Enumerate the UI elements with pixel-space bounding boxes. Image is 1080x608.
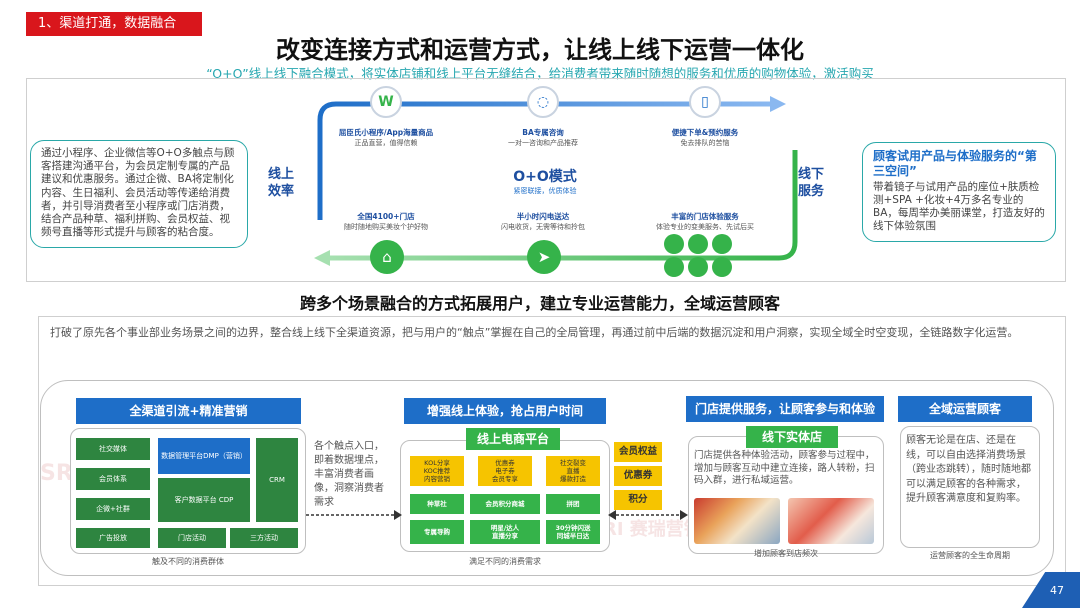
arrow-col1-col2 xyxy=(306,510,402,520)
top-arrowhead xyxy=(770,96,786,112)
col2-yellow-1: KOL分享 KOC推荐 内容营销 xyxy=(410,456,464,486)
store-photo-1 xyxy=(694,498,780,544)
bottom-node-1-title: 全国4100+门店 xyxy=(357,212,415,221)
flow-right-label: 线下 服务 xyxy=(792,166,830,200)
mid-text: 各个触点入口，即着数据埋点，丰富消费者画像，洞察消费者需求 xyxy=(314,441,384,508)
delivery-scooter-icon: ➤ xyxy=(527,240,561,274)
flow-center: O+O模式 紧密联接，优质体验 xyxy=(470,166,620,196)
col2-green-1: 种草社 xyxy=(410,494,464,514)
col1-item-social: 社交媒体 xyxy=(76,438,150,460)
flow-right-text: 线下 服务 xyxy=(797,167,824,199)
flow-left-text: 线上 效率 xyxy=(267,167,294,199)
tag-coupon: 优惠券 xyxy=(614,466,662,486)
col2-green-6: 30分钟闪送 同城半日达 xyxy=(546,520,600,544)
col1-crm: CRM xyxy=(256,438,298,522)
bottom-node-1-sub: 随时随地购买美妆个护好物 xyxy=(344,223,428,231)
top-node-1: 屈臣氏小程序/App海量商品正品直营，值得信赖 xyxy=(316,128,456,148)
top-node-3-title: 便捷下单&预约服务 xyxy=(671,128,739,137)
store-photo-2 xyxy=(788,498,874,544)
top-node-2-title: BA专属咨询 xyxy=(522,128,564,137)
col1-cdp: 客户数据平台 CDP xyxy=(158,478,250,522)
col1-third-activity: 三方活动 xyxy=(230,528,298,548)
description: 打破了原先各个事业部业务场景之间的边界，整合线上线下全渠道资源，把与用户的“触点… xyxy=(50,326,1019,339)
bottom-frame xyxy=(38,316,1066,586)
col1-item-member: 会员体系 xyxy=(76,468,150,490)
watsons-logo-icon: W xyxy=(370,86,402,118)
col2-header: 增强线上体验，抢占用户时间 xyxy=(404,398,606,424)
col1-item-ads: 广告投放 xyxy=(76,528,150,548)
col4-text: 顾客无论是在店、还是在线，可以自由选择消费场景（跨业态跳转），随时随地都可以满足… xyxy=(906,435,1031,504)
col2-green-2: 会员积分商城 xyxy=(470,494,540,514)
col1-item-wecom: 企微+社群 xyxy=(76,498,150,520)
store-icon: ⌂ xyxy=(370,240,404,274)
double-arrow xyxy=(608,510,688,520)
col3-caption: 增加顾客到店频次 xyxy=(754,549,818,558)
col2-caption: 满足不同的消费需求 xyxy=(469,557,541,566)
top-node-3: 便捷下单&预约服务免去排队的苦恼 xyxy=(635,128,775,148)
bottom-arrow xyxy=(330,150,798,261)
page-title: 改变连接方式和运营方式，让线上线下运营一体化 xyxy=(276,36,804,64)
top-frame xyxy=(26,78,1066,282)
col2-yellow-2: 优惠券 电子券 会员专享 xyxy=(478,456,532,486)
col4-panel xyxy=(900,426,1040,548)
col2-subheader: 线上电商平台 xyxy=(466,428,560,450)
flow-center-title: O+O模式 xyxy=(513,169,577,185)
right-box-body: 带着镜子与试用产品的座位+肤质检测+SPA +化妆+4万多名专业的BA，每周举办… xyxy=(873,181,1045,232)
col2-green-5: 明星/达人 直播分享 xyxy=(470,520,540,544)
bottom-node-3-sub: 体验专业的变美服务、先试后买 xyxy=(656,223,754,231)
bottom-node-2-title: 半小时闪电送达 xyxy=(516,212,570,221)
flow-left-label: 线上 效率 xyxy=(262,166,300,200)
bottom-node-3: 丰富的门店体验服务体验专业的变美服务、先试后买 xyxy=(635,212,775,232)
col2-yellow-3: 社交裂变 直播 爆款打造 xyxy=(546,456,600,486)
col2-green-3: 拼团 xyxy=(546,494,600,514)
service-grid-icon xyxy=(664,234,744,278)
phone-order-icon: ▯ xyxy=(689,86,721,118)
col1-header: 全渠道引流+精准营销 xyxy=(76,398,301,424)
bottom-arrowhead xyxy=(314,250,330,266)
flow-center-sub: 紧密联接，优质体验 xyxy=(513,187,577,195)
col3-text: 门店提供各种体验活动，顾客参与过程中，增加与顾客互动中建立连接，路人转粉，扫码入… xyxy=(694,450,875,486)
left-info-box: 通过小程序、企业微信等O+O多触点与顾客搭建沟通平台，为会员定制专属的产品建议和… xyxy=(30,140,248,248)
section-tag: 1、渠道打通，数据融合 xyxy=(26,12,202,36)
col2-green-4: 专属导购 xyxy=(410,520,464,544)
tag-points: 积分 xyxy=(614,490,662,510)
flow-loop xyxy=(314,96,798,266)
tag-member-rights: 会员权益 xyxy=(614,442,662,462)
bottom-node-3-title: 丰富的门店体验服务 xyxy=(671,212,739,221)
top-node-1-title: 屈臣氏小程序/App海量商品 xyxy=(338,128,434,137)
top-arrow xyxy=(317,101,770,220)
bottom-node-2: 半小时闪电送达闪电收货，无需等待和拎包 xyxy=(473,212,613,232)
ecosystem-frame xyxy=(40,380,1054,576)
top-node-1-sub: 正品直营，值得信赖 xyxy=(354,139,418,147)
col4-caption: 运营顾客的全生命周期 xyxy=(930,551,1010,560)
top-node-2: BA专属咨询一对一咨询和产品推荐 xyxy=(473,128,613,148)
chat-bubble-icon: ◌ xyxy=(527,86,559,118)
right-info-box: 顾客试用产品与体验服务的“第三空间” 带着镜子与试用产品的座位+肤质检测+SPA… xyxy=(862,142,1056,242)
col1-caption: 触及不同的消费群体 xyxy=(152,557,224,566)
col4-header: 全域运营顾客 xyxy=(898,396,1032,422)
top-node-2-sub: 一对一咨询和产品推荐 xyxy=(508,139,578,147)
col3-header: 门店提供服务，让顾客参与和体验 xyxy=(686,396,884,422)
col1-store-activity: 门店活动 xyxy=(158,528,226,548)
bottom-node-1: 全国4100+门店随时随地购买美妆个护好物 xyxy=(316,212,456,232)
bottom-node-2-sub: 闪电收货，无需等待和拎包 xyxy=(501,223,585,231)
slogan: 跨多个场景融合的方式拓展用户，建立专业运营能力，全域运营顾客 xyxy=(299,294,780,313)
page-subtitle: “O+O”线上线下融合模式，将实体店铺和线上平台无缝结合，给消费者带来随时随想的… xyxy=(206,66,874,81)
right-box-heading: 顾客试用产品与体验服务的“第三空间” xyxy=(873,149,1037,178)
top-node-3-sub: 免去排队的苦恼 xyxy=(680,139,730,147)
col3-subheader: 线下实体店 xyxy=(746,426,838,448)
col1-dmp: 数据管理平台DMP（营销） xyxy=(158,438,250,474)
